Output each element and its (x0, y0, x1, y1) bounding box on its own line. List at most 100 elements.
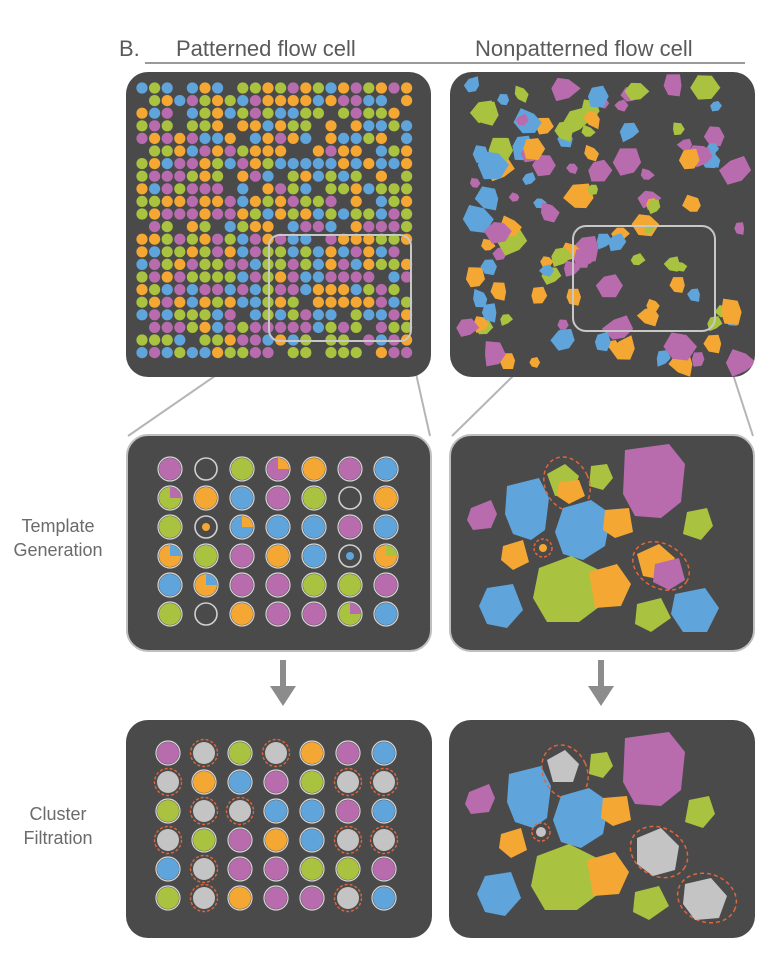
well-dot (237, 321, 249, 333)
cluster-blob (477, 151, 509, 180)
well-dot (375, 221, 387, 233)
well-green-purple (337, 601, 363, 627)
well-dot (161, 309, 173, 321)
well-dot (325, 321, 337, 333)
well-dot (161, 120, 173, 132)
well-blue (371, 798, 397, 824)
cluster-blob (734, 222, 745, 235)
well-dot (161, 221, 173, 233)
nonpatterned-template-clusters (467, 444, 719, 632)
well-purple (229, 543, 255, 569)
well-purple (155, 740, 181, 766)
well-blue (301, 514, 327, 540)
well-dot (199, 82, 211, 94)
well-gray (333, 883, 363, 913)
well-dot (325, 82, 337, 94)
well-dot (149, 132, 161, 144)
well-dot (161, 183, 173, 195)
well-dot (149, 296, 161, 308)
well-dot (338, 183, 350, 195)
well-dot (186, 233, 198, 245)
cluster-blob (473, 288, 488, 308)
well-dot (186, 95, 198, 107)
cluster-green-right (683, 508, 713, 540)
cluster-blob (523, 138, 546, 161)
cluster-blue-bottom-right (671, 588, 719, 632)
cluster-blob (687, 288, 700, 302)
well-dot (186, 195, 198, 207)
well-dot (300, 233, 312, 245)
well-empty-orange (194, 515, 218, 539)
well-dot (199, 284, 211, 296)
well-dot (161, 158, 173, 170)
cluster-blob (584, 144, 599, 162)
well-dot (312, 170, 324, 182)
well-dot (224, 334, 236, 346)
well-dot (249, 321, 261, 333)
cluster-blob (581, 124, 596, 137)
well-dot (287, 183, 299, 195)
well-dot (287, 284, 299, 296)
nonpatterned-flow-cell-title: Nonpatterned flow cell (475, 36, 693, 61)
well-dot (199, 271, 211, 283)
well-dot (199, 221, 211, 233)
well-dot (149, 145, 161, 157)
patterned-flow-cell-title: Patterned flow cell (176, 36, 356, 61)
well-dot (350, 271, 362, 283)
well-dot (275, 183, 287, 195)
well-dot (199, 132, 211, 144)
well-dot (161, 132, 173, 144)
well-dot (249, 132, 261, 144)
well-dot (325, 158, 337, 170)
well-dot (149, 233, 161, 245)
well-dot (300, 208, 312, 220)
well-dot (149, 271, 161, 283)
cluster-blue-bottom-left (479, 584, 523, 628)
well-purple (227, 827, 253, 853)
well-purple (263, 885, 289, 911)
well-dot (237, 82, 249, 94)
well-dot (186, 284, 198, 296)
well-dot (312, 271, 324, 283)
cluster-blob (676, 138, 693, 151)
well-dot (224, 107, 236, 119)
cluster-blob (463, 76, 480, 93)
well-dot (375, 208, 387, 220)
well-gray (153, 767, 183, 797)
cluster-blob (640, 168, 655, 180)
f-cluster-blue-large (507, 766, 551, 828)
well-dot (237, 271, 249, 283)
well-dot (350, 221, 362, 233)
cluster-blob (557, 319, 569, 330)
well-dot (161, 170, 173, 182)
cluster-blob (500, 314, 513, 326)
cluster-blob (636, 307, 659, 327)
well-dot (186, 170, 198, 182)
well-dot (338, 82, 350, 94)
well-dot (174, 309, 186, 321)
well-blue (299, 827, 325, 853)
well-dot (275, 208, 287, 220)
well-empty (194, 457, 218, 481)
well-dot (363, 284, 375, 296)
well-dot (375, 158, 387, 170)
well-dot (224, 284, 236, 296)
cluster-blob (588, 159, 613, 182)
well-dot (212, 120, 224, 132)
cluster-blob (673, 122, 685, 136)
cluster-blob (719, 156, 752, 185)
well-dot (388, 309, 400, 321)
f-cluster-gray-bottom (683, 878, 727, 920)
cluster-blob (630, 253, 646, 266)
well-dot (199, 258, 211, 270)
well-dot (237, 120, 249, 132)
well-dot (262, 158, 274, 170)
f-cluster-gray-top (547, 750, 579, 782)
well-dot (161, 208, 173, 220)
well-dot (350, 296, 362, 308)
cluster-blob (596, 233, 613, 250)
well-blue (373, 514, 399, 540)
well-dot (249, 296, 261, 308)
well-dot (375, 233, 387, 245)
well-dot (363, 183, 375, 195)
